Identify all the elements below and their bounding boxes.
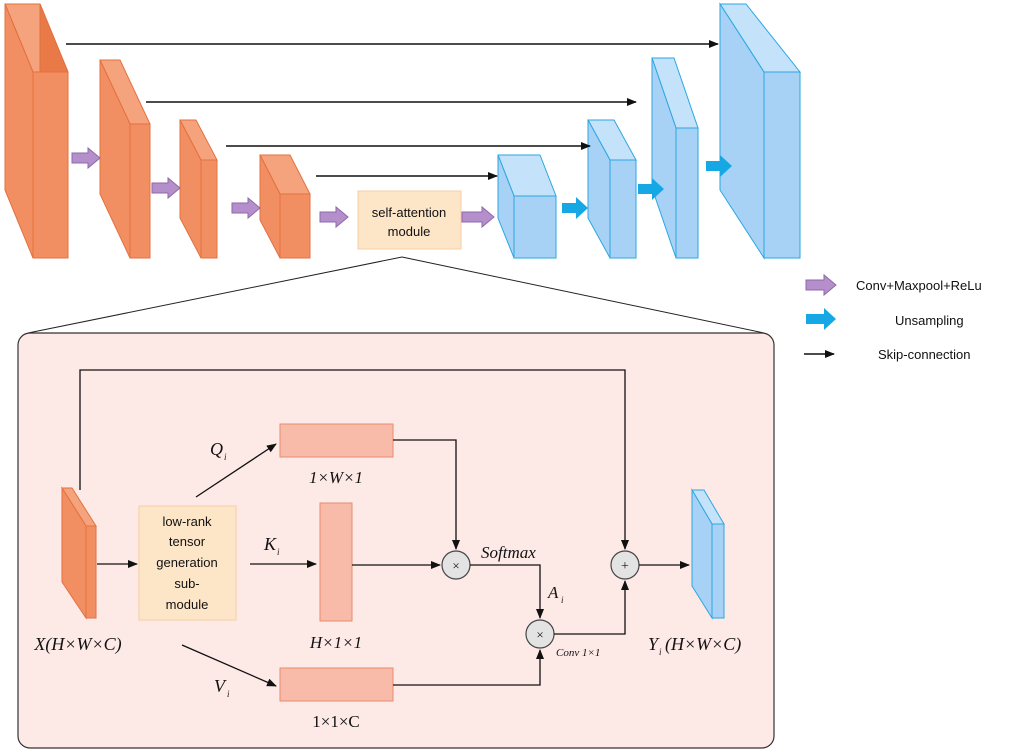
- generator-line-4: sub-: [174, 576, 199, 591]
- multiply-node-1: ×: [441, 550, 471, 580]
- multiply-symbol-1: ×: [452, 558, 459, 573]
- legend-upsample-item: Unsampling: [806, 308, 964, 330]
- v-dims-label: 1×1×C: [312, 712, 360, 731]
- add-node: +: [610, 550, 640, 580]
- k-dims-label: H×1×1: [309, 633, 362, 652]
- decoder-block-4: [719, 2, 802, 260]
- v-tensor: [279, 667, 394, 702]
- detail-panel: [17, 332, 775, 749]
- k-label: K i: [263, 534, 280, 557]
- skip-connections: [66, 40, 719, 180]
- output-label-rest: (H×W×C): [665, 634, 741, 655]
- plus-symbol: +: [621, 559, 629, 574]
- q-label: Q i: [210, 439, 227, 462]
- encoder-block-3: [179, 119, 218, 259]
- legend-conv-label: Conv+Maxpool+ReLu: [856, 278, 982, 293]
- generator-line-1: low-rank: [162, 514, 212, 529]
- detail-arrows: [79, 369, 690, 687]
- q-tensor: [279, 423, 394, 458]
- encoder-block-4: [259, 154, 311, 259]
- v-label: V i: [214, 676, 230, 699]
- a-label-sub: i: [561, 595, 564, 605]
- input-label: X(H×W×C): [33, 634, 121, 655]
- zoom-lines: [27, 256, 765, 334]
- legend-skip-item: Skip-connection: [804, 347, 971, 362]
- k-label-sub: i: [277, 547, 280, 557]
- legend: Conv+Maxpool+ReLu Unsampling Skip-connec…: [804, 273, 982, 362]
- self-attention-module: self-attention module: [357, 190, 462, 250]
- v-label-main: V: [214, 676, 227, 696]
- attention-module-line2: module: [388, 224, 431, 239]
- q-label-main: Q: [210, 439, 223, 459]
- k-label-main: K: [263, 534, 277, 554]
- multiply-node-2: ×: [525, 619, 555, 649]
- attention-module-line1: self-attention: [372, 205, 446, 220]
- legend-conv-item: Conv+Maxpool+ReLu: [805, 273, 982, 297]
- legend-upsample-label: Unsampling: [895, 313, 964, 328]
- a-label: A i: [547, 583, 564, 605]
- legend-skip-label: Skip-connection: [878, 347, 971, 362]
- legend-conv-arrow-icon: [805, 273, 837, 297]
- q-dims-label: 1×W×1: [309, 468, 363, 487]
- output-label-sub: i: [659, 647, 662, 657]
- encoder-block-1: [4, 3, 69, 259]
- conv-label: Conv 1×1: [556, 647, 600, 659]
- output-tensor: [691, 488, 725, 620]
- decoder-block-2: [587, 119, 637, 259]
- upsample-arrows: [562, 155, 732, 219]
- generator-line-5: module: [166, 597, 209, 612]
- encoder-block-2: [99, 59, 151, 259]
- q-label-sub: i: [224, 452, 227, 462]
- generator-line-2: tensor: [169, 534, 206, 549]
- legend-upsample-arrow-icon: [806, 308, 836, 330]
- generator-line-3: generation: [156, 555, 217, 570]
- decoder-block-1: [497, 154, 557, 259]
- k-tensor: [319, 502, 353, 622]
- decoder-block-3: [651, 57, 699, 259]
- output-label: Y i (H×W×C): [648, 634, 741, 657]
- v-label-sub: i: [227, 689, 230, 699]
- input-tensor: [61, 486, 97, 620]
- softmax-label: Softmax: [481, 543, 536, 562]
- a-label-main: A: [547, 583, 559, 602]
- multiply-symbol-2: ×: [536, 627, 543, 642]
- output-label-main: Y: [648, 634, 660, 654]
- conv-arrows: [71, 146, 495, 229]
- generator-module: low-rank tensor generation sub- module: [138, 505, 237, 621]
